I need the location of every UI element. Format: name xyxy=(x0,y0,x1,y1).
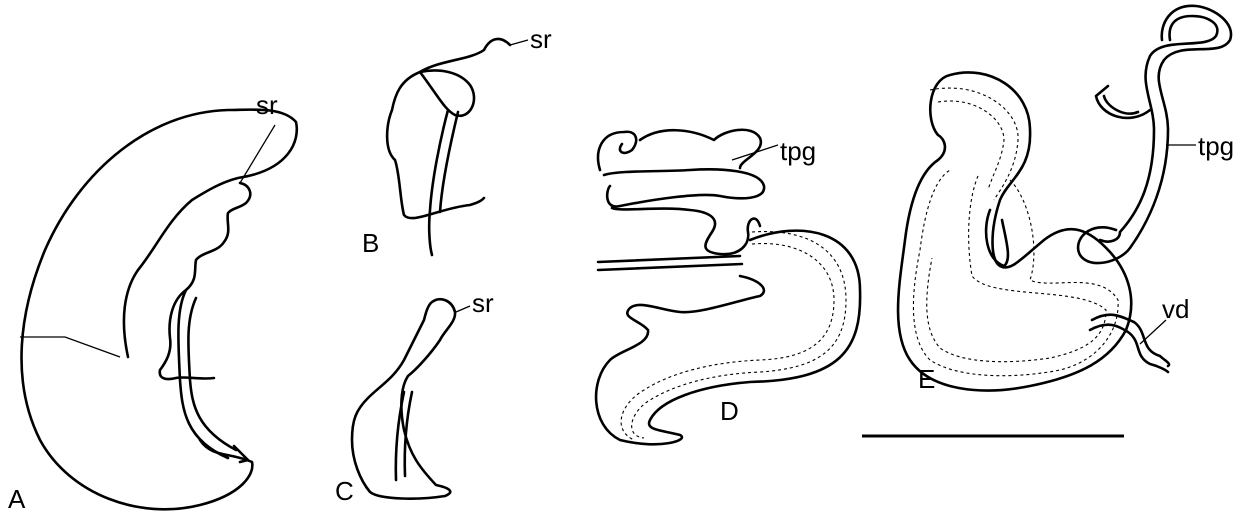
panel-c-sr-label: sr xyxy=(472,288,494,318)
panel-c: sr C xyxy=(335,288,494,506)
panel-a-letter: A xyxy=(8,484,26,514)
panel-d: tpg D xyxy=(596,130,860,445)
panel-a-body-outline xyxy=(21,110,296,510)
panel-b-sr-leader xyxy=(510,40,528,45)
panel-e-vd-label: vd xyxy=(1162,294,1189,324)
panel-e-inner-loop xyxy=(986,210,1008,266)
panel-b-outline xyxy=(387,39,510,218)
panel-b-inner-loop xyxy=(420,71,474,116)
panel-a-duct-right xyxy=(188,298,236,450)
panel-c-duct-right xyxy=(405,392,412,476)
panel-d-letter: D xyxy=(720,396,739,426)
panel-c-duct-left xyxy=(396,392,404,480)
panel-b: sr B xyxy=(362,24,552,258)
panel-a: sr A xyxy=(8,90,297,514)
panel-e-body-outline xyxy=(898,72,1131,390)
panel-a-duct-left xyxy=(178,290,228,458)
panel-a-spermathecal-outline xyxy=(160,183,251,379)
panel-b-letter: B xyxy=(362,228,379,258)
panel-d-tpg-label: tpg xyxy=(780,136,816,166)
panel-b-duct-left xyxy=(429,110,448,255)
panel-c-sr-leader xyxy=(456,306,470,312)
panel-d-tpg-leader xyxy=(732,145,778,160)
panel-e-tpg-label: tpg xyxy=(1198,131,1234,161)
panel-c-letter: C xyxy=(335,476,354,506)
panel-d-gland-coil-lower xyxy=(612,208,760,254)
panel-e-letter: E xyxy=(918,364,935,394)
panel-b-sr-label: sr xyxy=(530,24,552,54)
panel-a-sr-label: sr xyxy=(256,90,278,120)
panel-a-tip xyxy=(234,446,248,462)
panel-d-duct xyxy=(598,256,742,270)
panel-d-gland-coil-top xyxy=(598,130,761,170)
panel-d-gland-coil-mid xyxy=(604,169,764,206)
panel-e-gland-end xyxy=(1096,86,1150,118)
panel-d-dotted-track-outer xyxy=(632,232,846,438)
panel-e: tpg vd E xyxy=(898,6,1234,394)
panel-a-transverse-line xyxy=(20,337,120,357)
